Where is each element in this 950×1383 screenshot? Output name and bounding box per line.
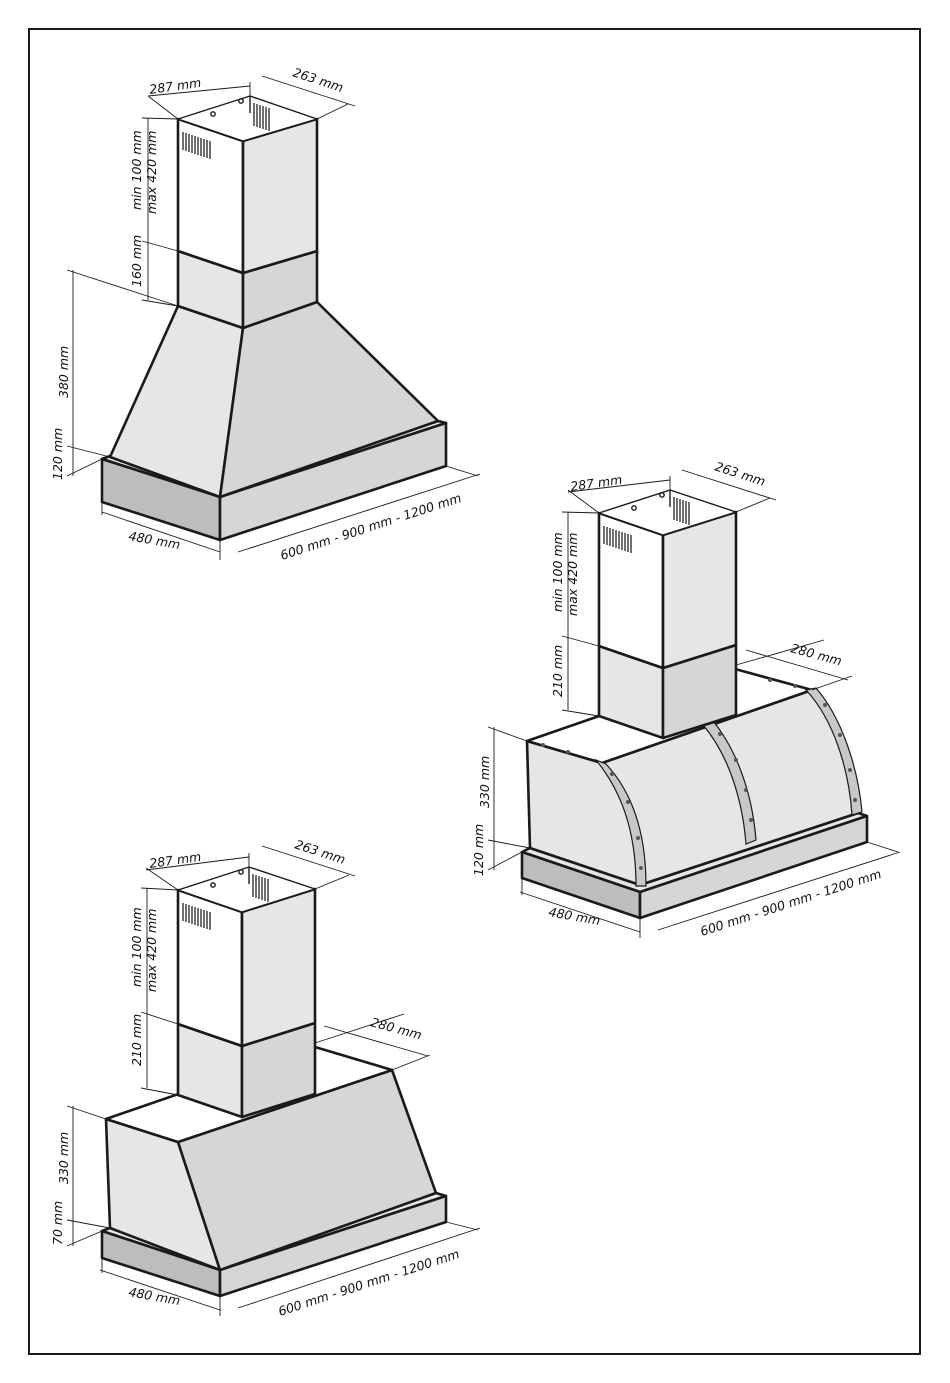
curved-hood-drawing: 287 mm 263 mm min 100 mm max 420 mm 210 … [471,459,900,939]
pyramid-hood-base-height-label: 120 mm [50,428,65,480]
box-hood-chimney-max-label: max 420 mm [144,909,159,992]
curved-hood-chimney-min-label: min 100 mm [550,532,565,612]
box-hood-depth-label: 480 mm [127,1284,181,1308]
pyramid-hood-chimney-max-label: max 420 mm [144,131,159,214]
box-hood-top-depth-label: 280 mm [369,1014,423,1042]
box-hood-chimney-width-label: 287 mm [148,849,202,871]
curved-hood-chimney-depth-label: 263 mm [713,459,767,489]
pyramid-hood-chimney-lower-label: 160 mm [129,235,144,287]
curved-hood-base-height-label: 120 mm [471,824,486,876]
pyramid-hood-drawing: 287 mm 263 mm min 100 mm max 420 mm 160 … [50,65,480,563]
box-hood-base-height-label: 70 mm [50,1201,65,1245]
pyramid-hood-chimney-min-label: min 100 mm [129,130,144,210]
box-hood-drawing: 287 mm 263 mm min 100 mm max 420 mm 210 … [50,837,480,1319]
curved-hood-top-depth-label: 280 mm [789,640,843,668]
pyramid-hood-chimney-depth-label: 263 mm [291,65,345,95]
pyramid-hood-depth-label: 480 mm [127,528,181,552]
box-hood-chimney-lower-label: 210 mm [129,1014,144,1066]
curved-hood-chimney-max-label: max 420 mm [565,533,580,616]
box-hood-chimney-upper-side [242,889,315,1046]
curved-hood-chimney-upper-side [663,512,736,668]
curved-hood-chimney-lower-label: 210 mm [550,645,565,697]
curved-hood-body-height-label: 330 mm [477,756,492,808]
pyramid-hood-chimney-upper-side [243,119,317,273]
box-hood-chimney-depth-label: 263 mm [293,837,347,867]
curved-hood-depth-label: 480 mm [547,904,601,928]
pyramid-hood-body-height-label: 380 mm [56,346,71,398]
curved-hood-chimney-width-label: 287 mm [569,472,623,494]
box-hood-chimney-min-label: min 100 mm [129,907,144,987]
box-hood-body-height-label: 330 mm [56,1132,71,1184]
